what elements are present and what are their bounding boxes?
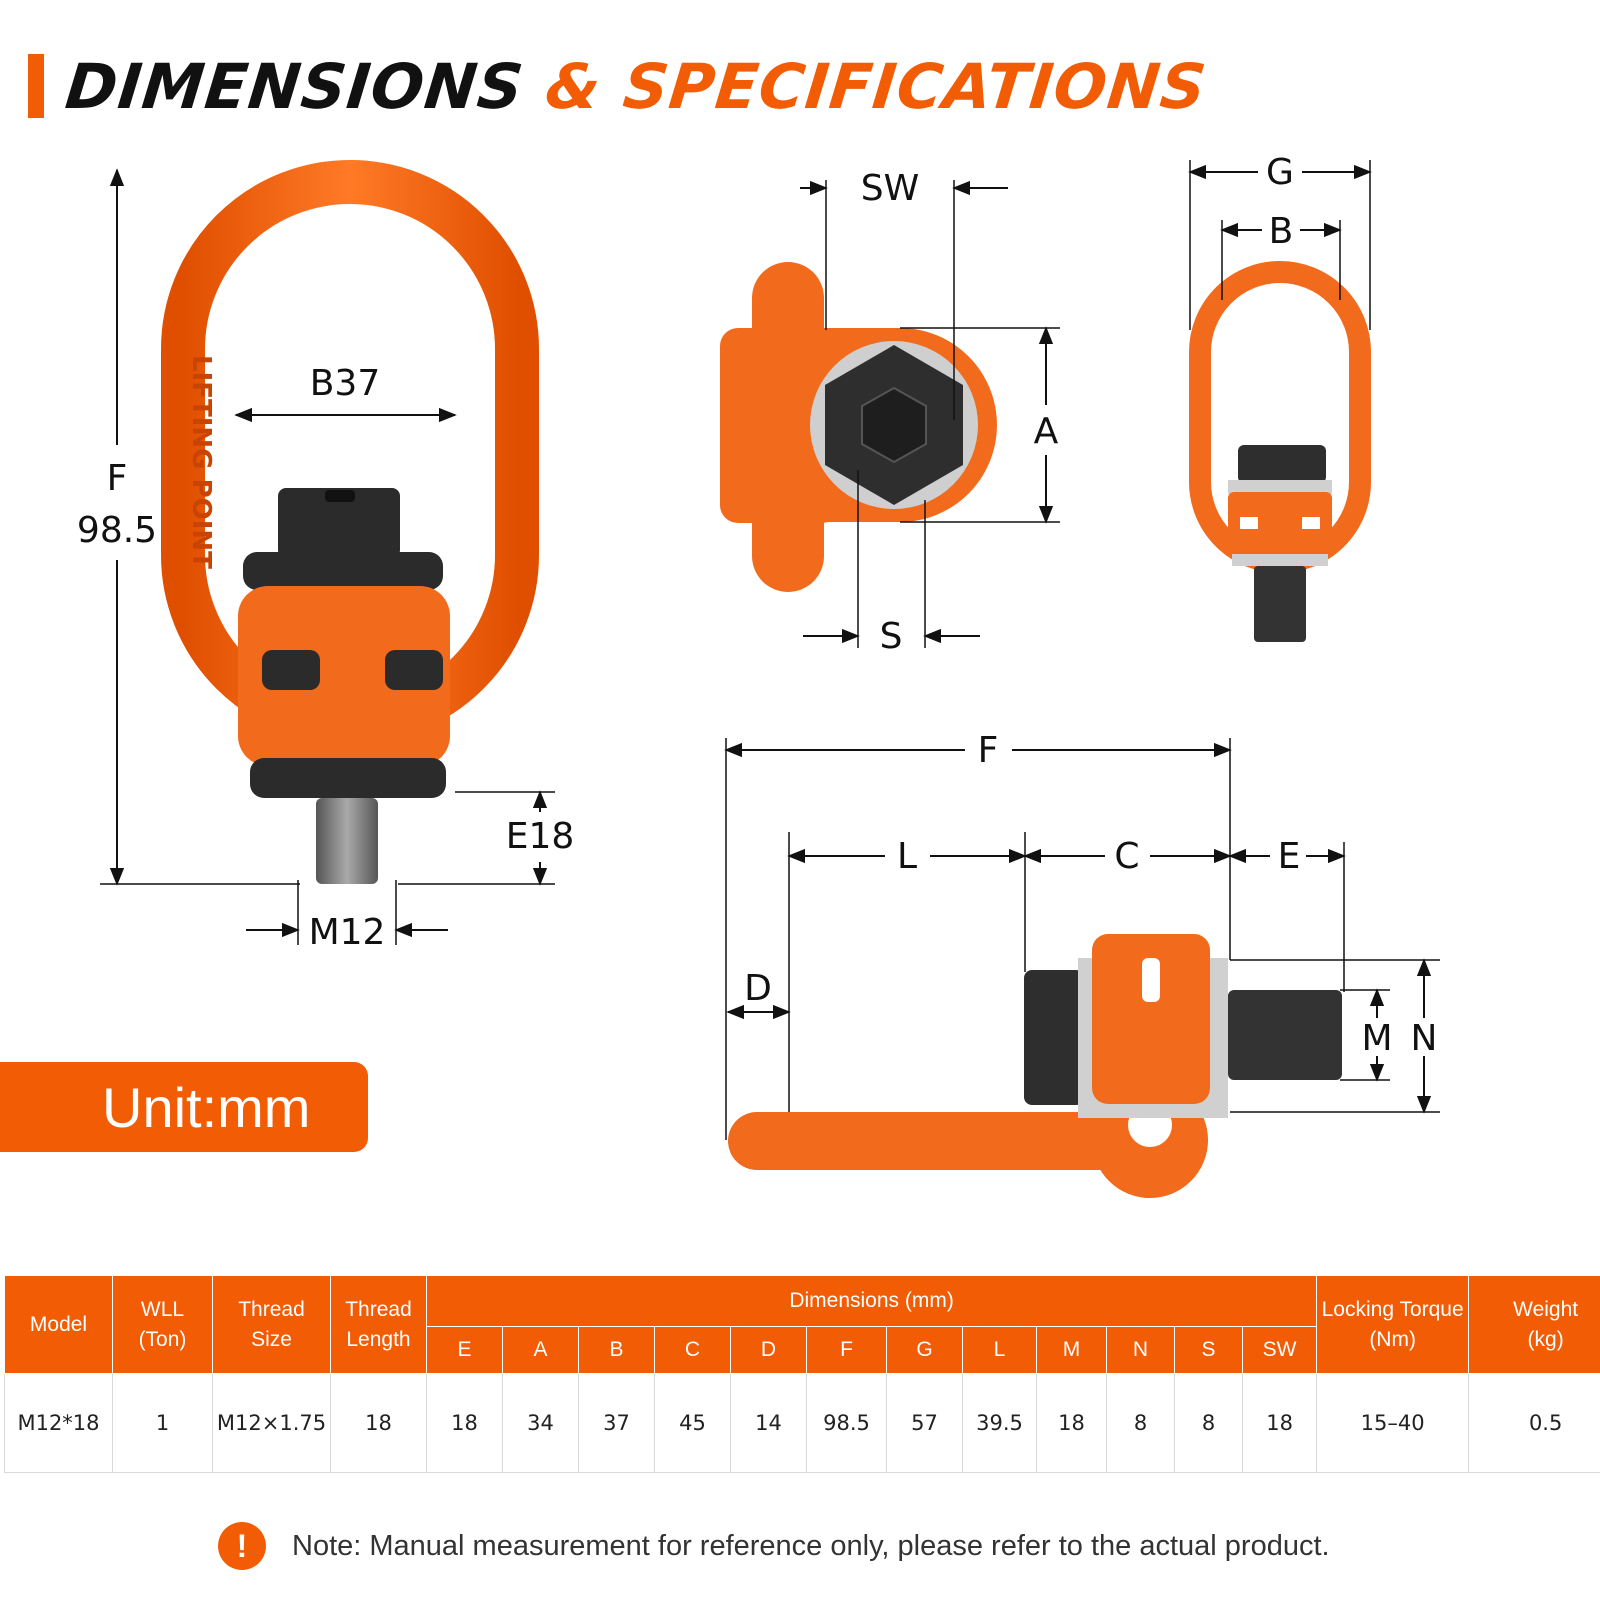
header-dim-m: M <box>1036 1326 1107 1374</box>
cell-dim-f: 98.5 <box>806 1373 887 1473</box>
header-weight: Weight(kg) <box>1468 1275 1600 1374</box>
cell-dim-n: 8 <box>1106 1373 1175 1473</box>
label-b37: B37 <box>310 363 381 404</box>
cell-model: M12*18 <box>4 1373 113 1473</box>
label-lying-f: F <box>978 730 999 771</box>
cell-dim-s: 8 <box>1174 1373 1243 1473</box>
cell-dim-sw: 18 <box>1241 1373 1318 1473</box>
dimension-diagram: LIFTING POINT F 98.5 B37 E18 M12 <box>77 152 1440 1198</box>
label-lying-e: E <box>1278 836 1301 877</box>
cell-weight: 0.5 <box>1468 1373 1600 1473</box>
header-dim-n: N <box>1106 1326 1175 1374</box>
note: ! Note: Manual measurement for reference… <box>218 1522 1330 1570</box>
label-l: L <box>897 836 917 877</box>
label-c: C <box>1114 836 1139 877</box>
header-dim-c: C <box>654 1326 731 1374</box>
label-s: S <box>880 616 903 657</box>
side-nut <box>1238 445 1326 483</box>
hex-bolt-head <box>278 488 400 558</box>
header-dim-b: B <box>578 1326 655 1374</box>
cell-dim-m: 18 <box>1036 1373 1107 1473</box>
header-wll: WLL(Ton) <box>112 1275 213 1374</box>
title-specifications: & SPECIFICATIONS <box>542 49 1211 123</box>
header-dim-s: S <box>1174 1326 1243 1374</box>
label-n: N <box>1411 1018 1438 1059</box>
label-m12: M12 <box>309 912 386 953</box>
hex-socket <box>861 386 927 464</box>
header-dim-d: D <box>730 1326 807 1374</box>
lying-body <box>1092 934 1210 1104</box>
label-f-value: 98.5 <box>77 510 157 551</box>
lying-nut <box>1024 970 1084 1105</box>
front-view: LIFTING POINT F 98.5 B37 E18 M12 <box>77 160 575 953</box>
header-dim-sw: SW <box>1241 1326 1318 1374</box>
label-sw: SW <box>861 168 919 209</box>
cell-dim-l: 39.5 <box>962 1373 1037 1473</box>
cell-wll: 1 <box>112 1373 213 1473</box>
note-text: Note: Manual measurement for reference o… <box>292 1529 1330 1562</box>
title-dimensions: DIMENSIONS <box>62 49 528 123</box>
cell-dim-b: 37 <box>578 1373 655 1473</box>
ring-engraving: LIFTING POINT <box>186 355 216 569</box>
header-dimensions: Dimensions (mm) <box>425 1275 1318 1327</box>
side-view: G B <box>1188 152 1372 642</box>
label-g: G <box>1266 152 1294 193</box>
cell-dim-e: 18 <box>426 1373 503 1473</box>
cell-dim-a: 34 <box>502 1373 579 1473</box>
unit-badge: Unit:mm <box>0 1062 368 1152</box>
header-dim-a: A <box>502 1326 579 1374</box>
cell-thread-length: 18 <box>330 1373 427 1473</box>
title-text: DIMENSIONS & SPECIFICATIONS <box>62 50 1210 123</box>
ring-side <box>752 262 824 592</box>
thread-stud <box>316 798 378 884</box>
header-model: Model <box>4 1275 113 1374</box>
label-lying-m: M <box>1361 1018 1392 1059</box>
swivel-body <box>238 586 450 766</box>
page-title: DIMENSIONS & SPECIFICATIONS <box>28 50 1210 123</box>
lying-thread <box>1228 990 1342 1080</box>
label-f: F <box>107 458 128 499</box>
ring-lying <box>728 1112 1198 1170</box>
cell-dim-d: 14 <box>730 1373 807 1473</box>
header-torque: Locking Torque(Nm) <box>1316 1275 1470 1374</box>
warning-icon: ! <box>218 1522 266 1570</box>
cell-thread-size: M12×1.75 <box>212 1373 331 1473</box>
washer-top <box>243 552 443 590</box>
label-d: D <box>744 968 772 1009</box>
side-thread <box>1254 566 1306 642</box>
cell-torque: 15–40 <box>1316 1373 1470 1473</box>
header-dim-f: F <box>806 1326 887 1374</box>
cell-dim-c: 45 <box>654 1373 731 1473</box>
header-dim-g: G <box>886 1326 963 1374</box>
label-e18: E18 <box>506 816 575 857</box>
cell-dim-g: 57 <box>886 1373 963 1473</box>
header-dim-l: L <box>962 1326 1037 1374</box>
table-row: M12*18 1 M12×1.75 18 18 34 37 45 14 98.5… <box>4 1373 1600 1473</box>
label-b: B <box>1269 211 1294 252</box>
title-accent-bar <box>28 54 44 118</box>
top-view: SW A S <box>720 168 1060 657</box>
side-body <box>1228 492 1332 554</box>
label-a: A <box>1034 411 1059 452</box>
lying-view: F L C E D M N <box>724 730 1440 1198</box>
washer-bottom <box>250 758 446 798</box>
header-dim-e: E <box>426 1326 503 1374</box>
